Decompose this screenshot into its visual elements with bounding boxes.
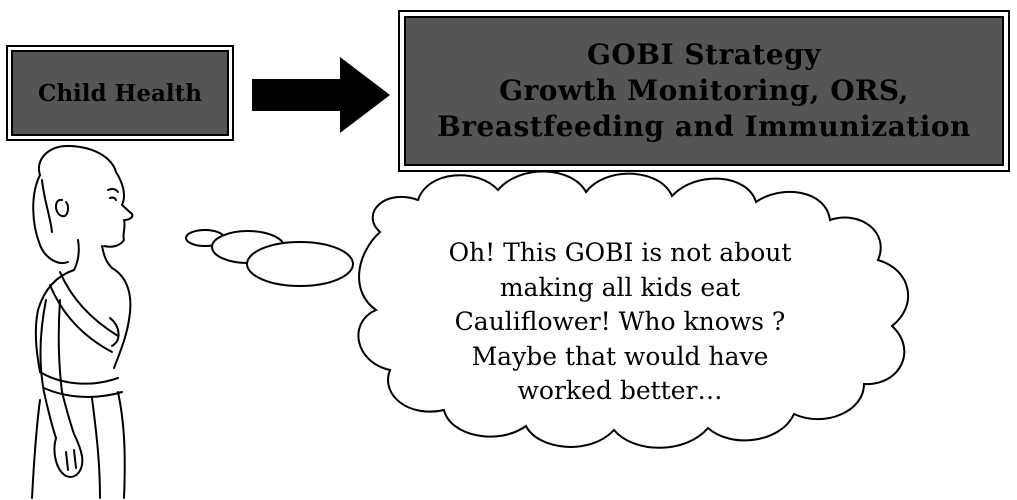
thought-cloud-icon — [357, 170, 909, 449]
thought-line-5: worked better… — [517, 376, 723, 405]
thought-line-2: making all kids eat — [499, 272, 741, 302]
woman-figure-icon — [31, 144, 134, 499]
thought-trail-icon — [185, 229, 354, 287]
thought-line-1: Oh! This GOBI is not about — [448, 238, 792, 267]
child-health-box: Child Health — [6, 45, 234, 141]
thought-line-3: Cauliflower! Who knows ? — [454, 307, 786, 336]
thought-bubble-text: Oh! This GOBI is not about making all ki… — [392, 236, 848, 409]
gobi-detail-line-1: Growth Monitoring, ORS, — [499, 74, 909, 107]
gobi-strategy-box: GOBI Strategy Growth Monitoring, ORS, Br… — [398, 10, 1010, 172]
thought-line-4: Maybe that would have — [471, 341, 769, 371]
child-health-label: Child Health — [38, 79, 202, 107]
gobi-detail-line-2: Breastfeeding and Immunization — [437, 110, 971, 143]
right-arrow-icon — [252, 57, 390, 133]
gobi-title-line: GOBI Strategy — [587, 38, 821, 71]
